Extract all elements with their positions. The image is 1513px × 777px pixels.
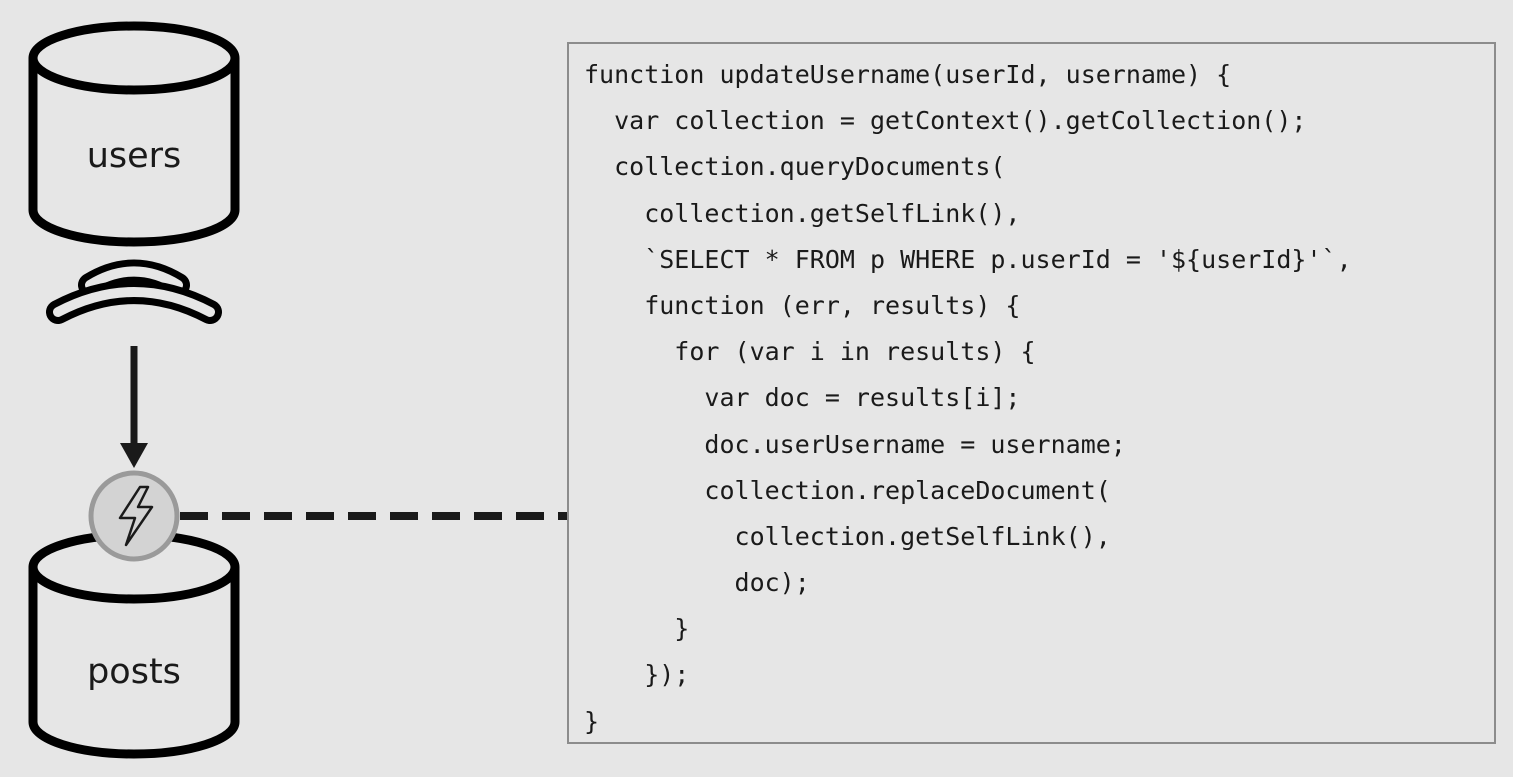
code-line: collection.replaceDocument(	[584, 475, 1111, 505]
code-line: var doc = results[i];	[584, 383, 1021, 413]
code-line: `SELECT * FROM p WHERE p.userId = '${use…	[584, 244, 1352, 274]
trigger-badge	[88, 470, 180, 562]
flow-arrow	[120, 346, 148, 468]
change-feed-signal-icon	[46, 259, 222, 324]
users-label: users	[86, 136, 182, 176]
code-line: function updateUsername(userId, username…	[584, 60, 1232, 89]
code-line: doc);	[584, 568, 810, 598]
users-database-icon	[28, 21, 240, 247]
code-line: doc.userUsername = username;	[584, 429, 1126, 459]
code-line: for (var i in results) {	[584, 337, 1036, 367]
code-line: collection.queryDocuments(	[584, 152, 1006, 182]
code-line: function (err, results) {	[584, 290, 1021, 320]
code-line: collection.getSelfLink(),	[584, 198, 1021, 228]
code-panel: function updateUsername(userId, username…	[567, 42, 1496, 744]
code-line: });	[584, 660, 690, 690]
code-line: collection.getSelfLink(),	[584, 521, 1111, 551]
posts-label: posts	[87, 652, 181, 692]
lightning-bolt-icon	[118, 485, 154, 547]
code-line: }	[584, 614, 690, 644]
code-line: }	[584, 706, 600, 736]
code-line: var collection = getContext().getCollect…	[584, 106, 1307, 136]
posts-database-icon	[28, 530, 240, 759]
